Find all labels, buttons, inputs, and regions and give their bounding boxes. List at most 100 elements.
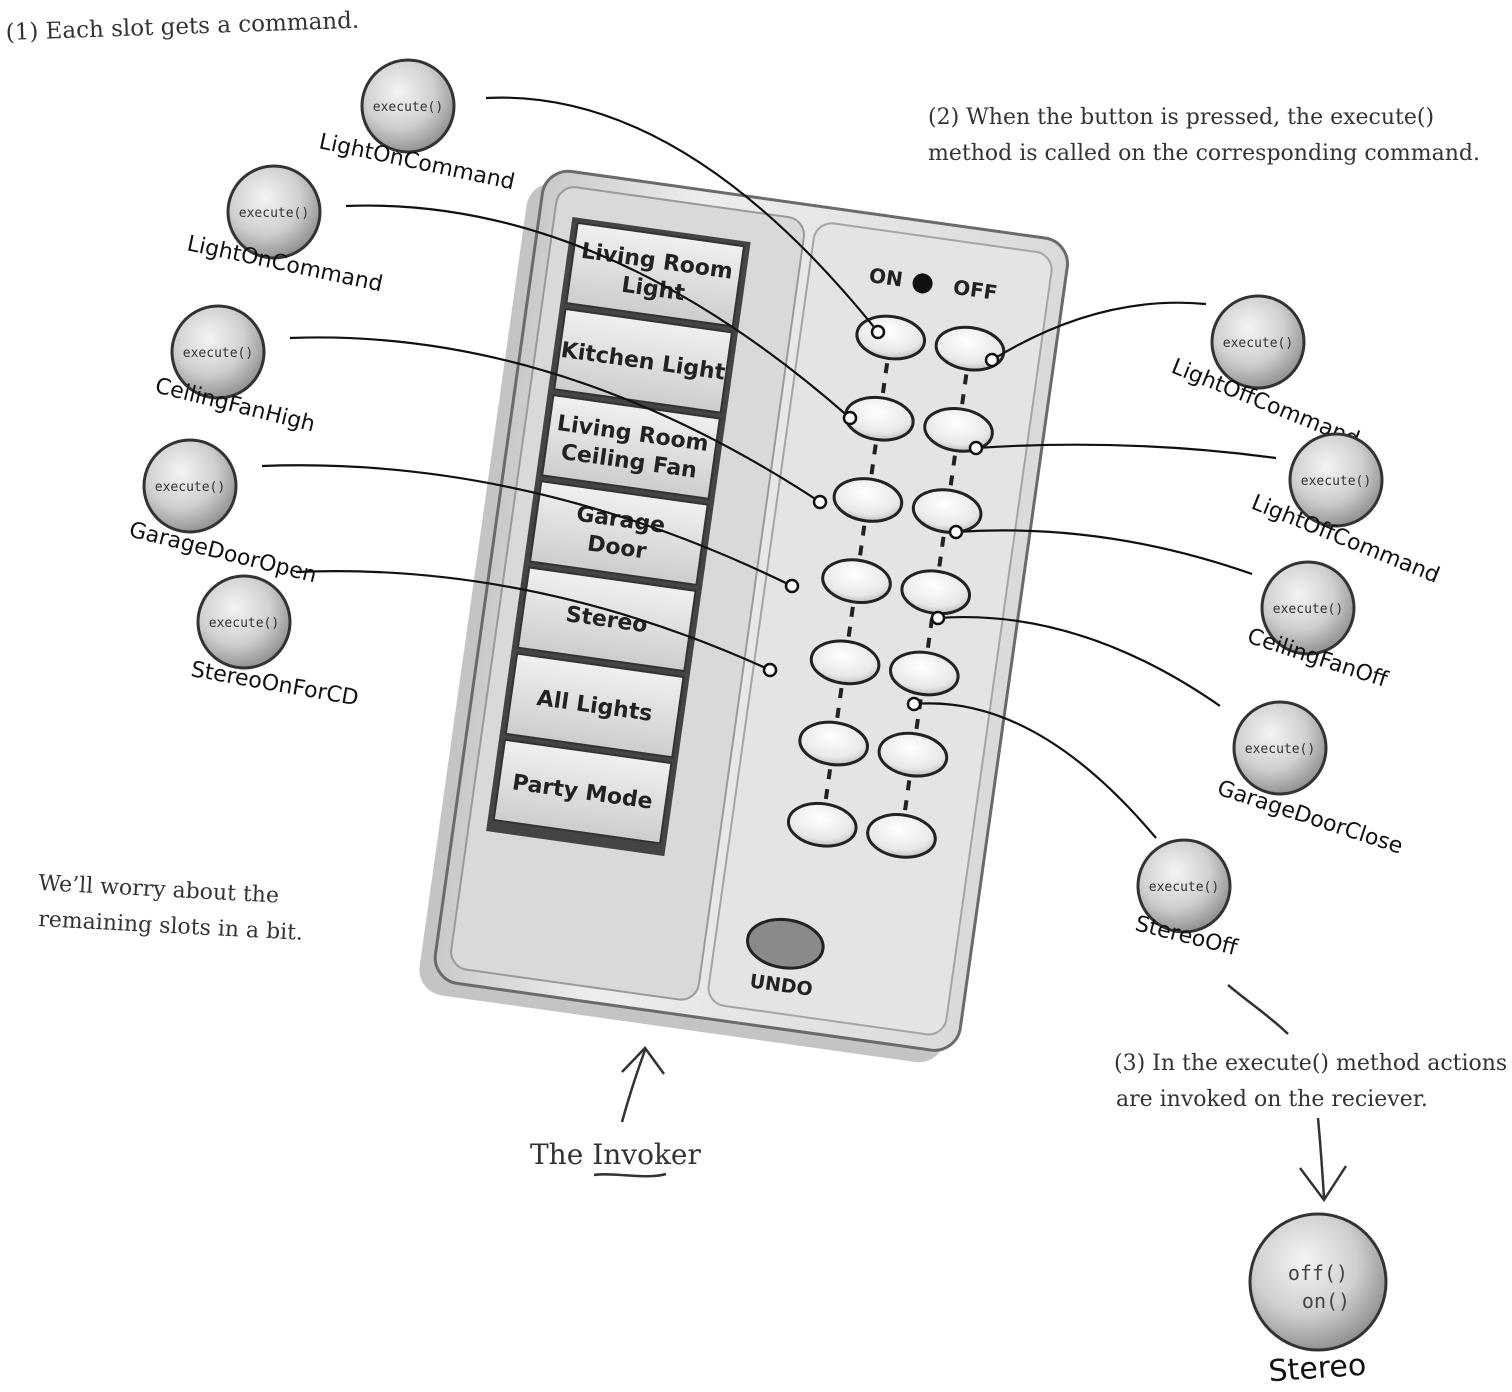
off-button-slot-5[interactable] <box>876 729 949 780</box>
button-divider <box>925 617 935 649</box>
command-ball <box>1288 432 1384 528</box>
invoker-arrow <box>620 1049 647 1123</box>
command-ball <box>1210 294 1306 390</box>
invoker-underline <box>593 1172 667 1178</box>
command-method: execute() <box>239 206 309 221</box>
button-divider <box>835 687 844 719</box>
step2-note-line1: (2) When the button is pressed, the exec… <box>928 105 1434 130</box>
undo-button[interactable] <box>744 915 826 973</box>
receiver-arrow <box>1316 1117 1326 1199</box>
off-connector-4 <box>913 702 1157 839</box>
button-divider <box>960 374 969 405</box>
off-command-2: execute()CeilingFanOff <box>1244 560 1391 693</box>
off-connector-end <box>906 696 922 712</box>
command-ball <box>196 574 292 670</box>
on-connector-4 <box>295 570 771 672</box>
off-command-0: execute()LightOffCommand <box>1168 294 1363 453</box>
off-connector-end <box>968 440 984 456</box>
receiver-method-off: off() <box>1288 1261 1348 1285</box>
off-command-1: execute()LightOffCommand <box>1248 432 1443 589</box>
receiver-object: off() on() Stereo <box>1248 1212 1388 1390</box>
on-connector-1 <box>345 204 851 419</box>
off-button-slot-6[interactable] <box>865 810 938 861</box>
command-method: execute() <box>1245 742 1315 757</box>
on-command-2: execute()CeilingFanHigh <box>153 304 317 437</box>
button-divider <box>903 780 912 811</box>
button-divider <box>948 455 957 486</box>
on-connector-0 <box>485 96 879 333</box>
on-command-4: execute() StereoOnForCD <box>189 574 360 711</box>
off-button-slot-1[interactable] <box>922 404 995 455</box>
command-name: GarageDoorOpen <box>127 518 320 589</box>
on-connector-end <box>842 410 858 426</box>
command-method: execute() <box>183 346 253 361</box>
command-ball <box>226 164 322 260</box>
button-divider <box>869 444 878 475</box>
on-button-slot-5[interactable] <box>797 718 870 769</box>
slot-plate <box>516 566 697 673</box>
step3-note-line2: are invoked on the reciever. <box>1116 1087 1428 1112</box>
off-command-4: execute()StereoOff <box>1133 838 1240 961</box>
receiver-method-on: on() <box>1302 1289 1350 1313</box>
off-connector-1 <box>975 443 1277 460</box>
command-ball <box>1232 700 1328 796</box>
on-connector-end <box>870 324 886 340</box>
step3-lead-line <box>1227 984 1289 1035</box>
off-connector-2 <box>955 529 1253 576</box>
off-connector-end <box>930 610 946 626</box>
off-button-slot-4[interactable] <box>888 648 961 699</box>
command-ball <box>360 58 456 154</box>
command-method: execute() <box>155 480 225 495</box>
receiver-ball <box>1248 1212 1388 1352</box>
invoker-label: The Invoker <box>530 1138 701 1171</box>
command-method: execute() <box>1301 474 1371 489</box>
receiver-name: Stereo <box>1267 1348 1367 1390</box>
button-divider <box>880 363 890 394</box>
remaining-note-line1: We’ll worry about the <box>38 871 280 909</box>
on-button-slot-4[interactable] <box>808 637 881 688</box>
command-ball <box>170 304 266 400</box>
receiver-arrowhead <box>1299 1165 1348 1203</box>
step3-note-line1: (3) In the execute() method actions <box>1114 1051 1507 1076</box>
command-connectors <box>261 96 1277 839</box>
off-button-slot-2[interactable] <box>911 486 984 537</box>
command-name: StereoOnForCD <box>189 657 360 711</box>
invoker-arrowhead <box>621 1046 666 1075</box>
command-method: execute() <box>1273 602 1343 617</box>
on-column-label: ON <box>868 263 905 291</box>
slot-plate <box>553 307 734 414</box>
button-divider <box>858 525 867 556</box>
off-connector-0 <box>991 301 1207 361</box>
off-connector-end <box>948 524 964 540</box>
off-command-3: execute() GarageDoorClose <box>1214 700 1406 860</box>
command-name: GarageDoorClose <box>1214 776 1406 860</box>
on-button-slot-3[interactable] <box>820 556 893 607</box>
on-button-slot-2[interactable] <box>831 474 904 525</box>
command-method: execute() <box>1223 336 1293 351</box>
button-divider <box>846 606 855 637</box>
off-connector-end <box>984 352 1000 368</box>
off-connector-3 <box>937 616 1221 707</box>
button-divider <box>937 536 946 567</box>
status-light <box>912 273 933 294</box>
on-connector-3 <box>261 464 793 587</box>
on-connector-end <box>812 494 828 510</box>
on-command-0: execute()LightOnCommand <box>317 58 517 195</box>
command-method: execute() <box>1149 880 1219 895</box>
command-method: execute() <box>209 616 279 631</box>
command-ball <box>1260 560 1356 656</box>
slot-plate <box>492 738 673 845</box>
command-method: execute() <box>373 100 443 115</box>
on-button-slot-6[interactable] <box>786 799 859 850</box>
on-command-3: execute() GarageDoorOpen <box>127 438 320 589</box>
command-ball <box>1136 838 1232 934</box>
slot-plate <box>565 221 746 328</box>
step2-note-line2: method is called on the corresponding co… <box>928 141 1480 166</box>
step1-note: (1) Each slot gets a command. <box>5 8 359 46</box>
on-connector-end <box>762 662 778 678</box>
command-ball <box>142 438 238 534</box>
remaining-note-line2: remaining slots in a bit. <box>38 907 304 946</box>
slot-plate <box>504 652 685 759</box>
